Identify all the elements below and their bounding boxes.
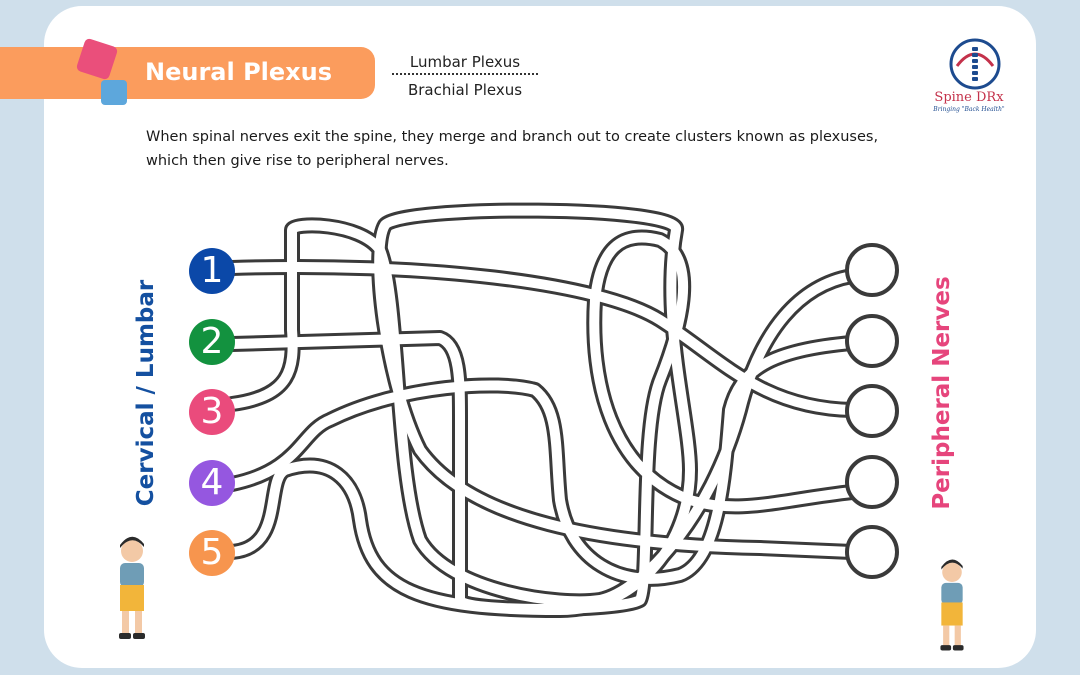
logo-name: Spine DRx (934, 90, 1004, 105)
thinking-kid-icon (940, 559, 964, 651)
target-circle-3[interactable] (845, 384, 899, 438)
target-circle-4[interactable] (845, 455, 899, 509)
spine-logo-icon (949, 38, 1001, 90)
target-circle-2[interactable] (845, 314, 899, 368)
target-circle-1[interactable] (845, 243, 899, 297)
puzzle-piece-icon (101, 80, 127, 105)
plexus-option-lumbar: Lumbar Plexus (392, 53, 538, 75)
page-title: Neural Plexus (145, 58, 333, 86)
plexus-option-brachial: Brachial Plexus (407, 81, 523, 99)
source-node-2[interactable]: 2 (189, 319, 235, 365)
intro-text: When spinal nerves exit the spine, they … (146, 129, 879, 169)
source-node-1[interactable]: 1 (189, 248, 235, 294)
source-node-4[interactable]: 4 (189, 460, 235, 506)
source-node-3[interactable]: 3 (189, 389, 235, 435)
source-node-5[interactable]: 5 (189, 530, 235, 576)
title-banner (0, 47, 375, 99)
thinking-kid-icon (119, 536, 145, 639)
target-circle-5[interactable] (845, 525, 899, 579)
logo-tagline: Bringing "Back Health" (933, 106, 1005, 113)
